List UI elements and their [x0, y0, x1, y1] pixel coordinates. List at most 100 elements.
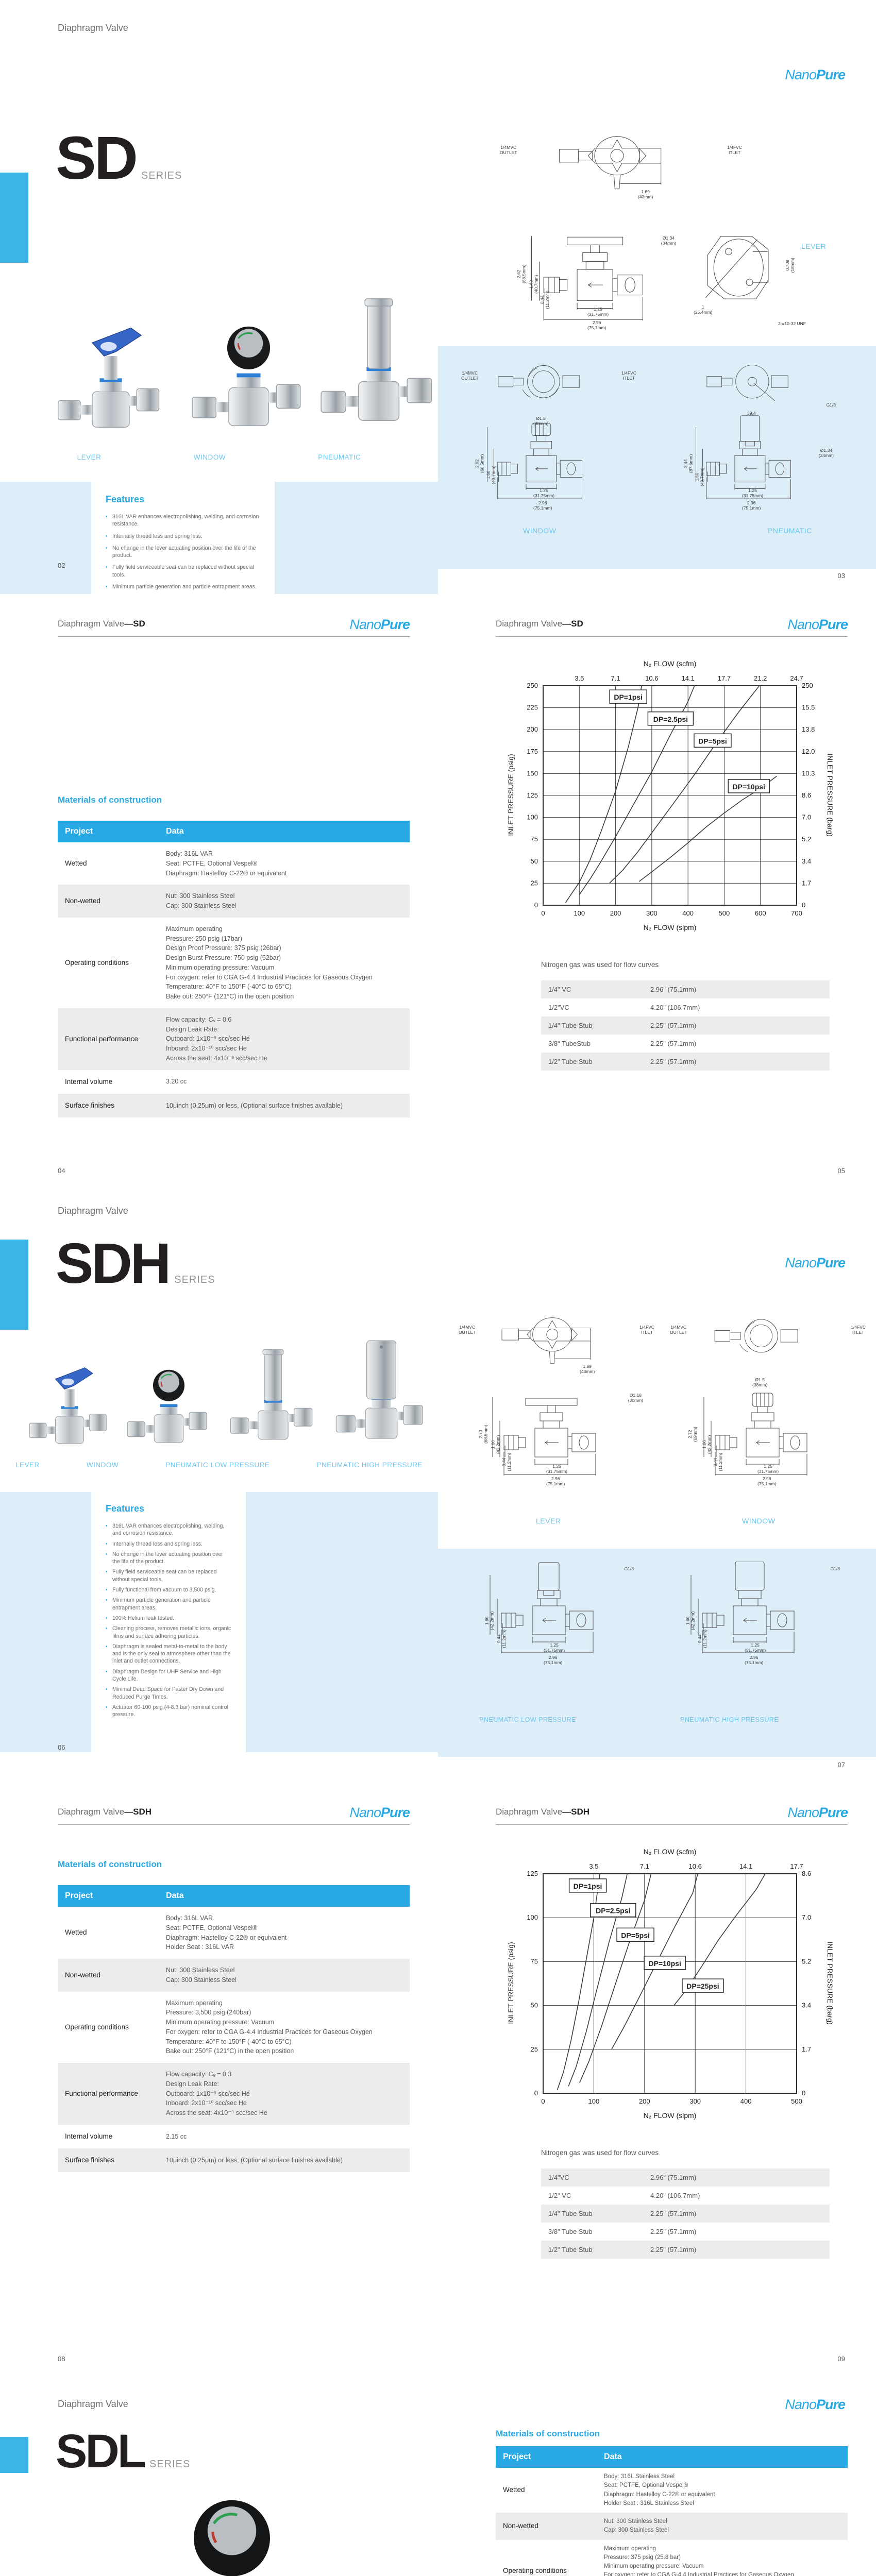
nanopure-logo: NanoPure [785, 1255, 846, 1270]
column-header: Data [597, 2446, 848, 2468]
svg-text:500: 500 [719, 909, 730, 917]
features-list: 316L VAR enhances electropolishing, weld… [106, 513, 260, 594]
svg-text:INLET PRESSURE (barg): INLET PRESSURE (barg) [826, 1941, 834, 2025]
dimension-label: 2.62 (66.5mm) [474, 454, 485, 473]
svg-text:50: 50 [531, 857, 538, 865]
svg-text:50: 50 [531, 2002, 538, 2009]
svg-text:3.5: 3.5 [589, 1862, 598, 1870]
header-series: —SDH [562, 1807, 590, 1817]
svg-text:10.6: 10.6 [689, 1862, 702, 1870]
page-number: 02 [58, 562, 65, 569]
svg-text:0: 0 [541, 2097, 545, 2105]
nanopure-logo: NanoPure [785, 67, 846, 82]
svg-text:3.4: 3.4 [802, 857, 811, 865]
product-photo-lever [29, 1367, 107, 1444]
dimension-label: G1/8 [830, 1566, 840, 1571]
page-number: 05 [837, 1167, 845, 1175]
dimension-label: 2.96 (75.1mm) [546, 1476, 565, 1486]
svg-text:7.1: 7.1 [611, 674, 620, 682]
photo-label: PNEUMATIC HIGH PRESSURE [316, 1461, 423, 1469]
dimension-label: 1.25 (31.75mm) [745, 1642, 766, 1653]
dimension-label: 0.44 (11.2mm) [540, 290, 550, 309]
page-number: 06 [58, 1743, 65, 1751]
svg-text:17.7: 17.7 [790, 1862, 803, 1870]
dimension-label: 2.62 (66.5mm) [516, 264, 527, 283]
page-header: Diaphragm Valve—SDH NanoPure [496, 1805, 848, 1825]
svg-text:DP=2.5psi: DP=2.5psi [653, 715, 688, 723]
page-header: Diaphragm Valve—SD NanoPure [496, 617, 848, 637]
dimension-label: 1.66 (42.2mm) [685, 1611, 696, 1630]
dimension-label: 0.44 (11.2mm) [713, 1452, 723, 1471]
svg-text:13.8: 13.8 [802, 725, 815, 733]
sd-flow-chart: N₂ FLOW (scfm)N₂ FLOW (slpm)INLET PRESSU… [505, 656, 835, 934]
svg-text:INLET PRESSURE (barg): INLET PRESSURE (barg) [826, 753, 834, 837]
header-prefix: Diaphragm Valve [496, 1807, 563, 1817]
svg-text:125: 125 [527, 1870, 538, 1877]
svg-text:DP=2.5psi: DP=2.5psi [596, 1907, 630, 1915]
dimension-label: 2.96 (75.1mm) [587, 320, 607, 330]
sd-window-drawing: 1/4MVC OUTLET 1/4FVC ITLET Ø1.5 (38mm) 2… [461, 355, 636, 551]
feature-item: Internally thread less and spring less. [106, 1540, 231, 1548]
product-photo-window [127, 1369, 207, 1443]
svg-text:0: 0 [802, 901, 805, 909]
dimension-label: 1.66 (42.2mm) [701, 1435, 712, 1454]
accent-bar [0, 1240, 28, 1330]
product-photo-pneumatic-high [335, 1340, 423, 1439]
svg-text:100: 100 [527, 1913, 538, 1921]
svg-text:0: 0 [541, 909, 545, 917]
page-number: 08 [58, 2355, 65, 2363]
sd-pneumatic-drawing: G1/8 39.4 3.44 (87.5mm) 1.60 (40.7mm) Ø1… [665, 355, 850, 551]
svg-text:600: 600 [755, 909, 766, 917]
page-sdh-materials: Diaphragm Valve—SDH NanoPure Materials o… [0, 1782, 438, 2376]
feature-item: Diaphragm is sealed metal-to-metal to th… [106, 1643, 231, 1665]
bottom-view-drawing [705, 235, 769, 299]
page-sd-materials: Diaphragm Valve—SD NanoPure Materials of… [0, 594, 438, 1188]
series-suffix: SERIES [174, 1274, 215, 1285]
row-4: Diaphragm Valve—SDH NanoPure Materials o… [0, 1782, 876, 2376]
page-number: 03 [837, 572, 845, 580]
svg-text:100: 100 [527, 814, 538, 821]
dimension-label: 1.66 (42.2mm) [484, 1611, 495, 1630]
top-view-drawing [498, 365, 580, 398]
svg-text:200: 200 [610, 909, 621, 917]
svg-text:24.7: 24.7 [790, 674, 803, 682]
top-view-drawing [714, 1319, 798, 1353]
row-2: Diaphragm Valve—SD NanoPure Materials of… [0, 594, 876, 1188]
header-series: —SD [562, 619, 583, 629]
svg-text:1.7: 1.7 [802, 879, 811, 887]
header-prefix: Diaphragm Valve [58, 1807, 125, 1817]
page-number: 09 [837, 2355, 845, 2363]
feature-item: No change in the lever actuating positio… [106, 1551, 231, 1566]
materials-heading: Materials of construction [58, 795, 162, 805]
front-view-drawing [690, 1562, 795, 1654]
drawing-label-lever: LEVER [536, 1517, 561, 1525]
photo-label: PNEUMATIC LOW PRESSURE [165, 1461, 270, 1469]
dimension-label: 2-#10-32 UNF [778, 321, 806, 327]
svg-text:25: 25 [531, 2045, 538, 2053]
dimension-label: 1/4FVC ITLET [851, 1325, 866, 1335]
dimension-label: 1 (25.4mm) [694, 304, 713, 315]
dimension-label: 1/4MVC OUTLET [500, 145, 517, 155]
drawings-band [438, 346, 876, 569]
nanopure-logo: NanoPure [349, 1805, 410, 1820]
product-photo-sdl [156, 2477, 301, 2576]
feature-item: Minimal Dead Space for Faster Dry Down a… [106, 1686, 231, 1701]
series-title-text: SDH [56, 1232, 171, 1295]
feature-item: Internally thread less and spring less. [106, 533, 260, 540]
